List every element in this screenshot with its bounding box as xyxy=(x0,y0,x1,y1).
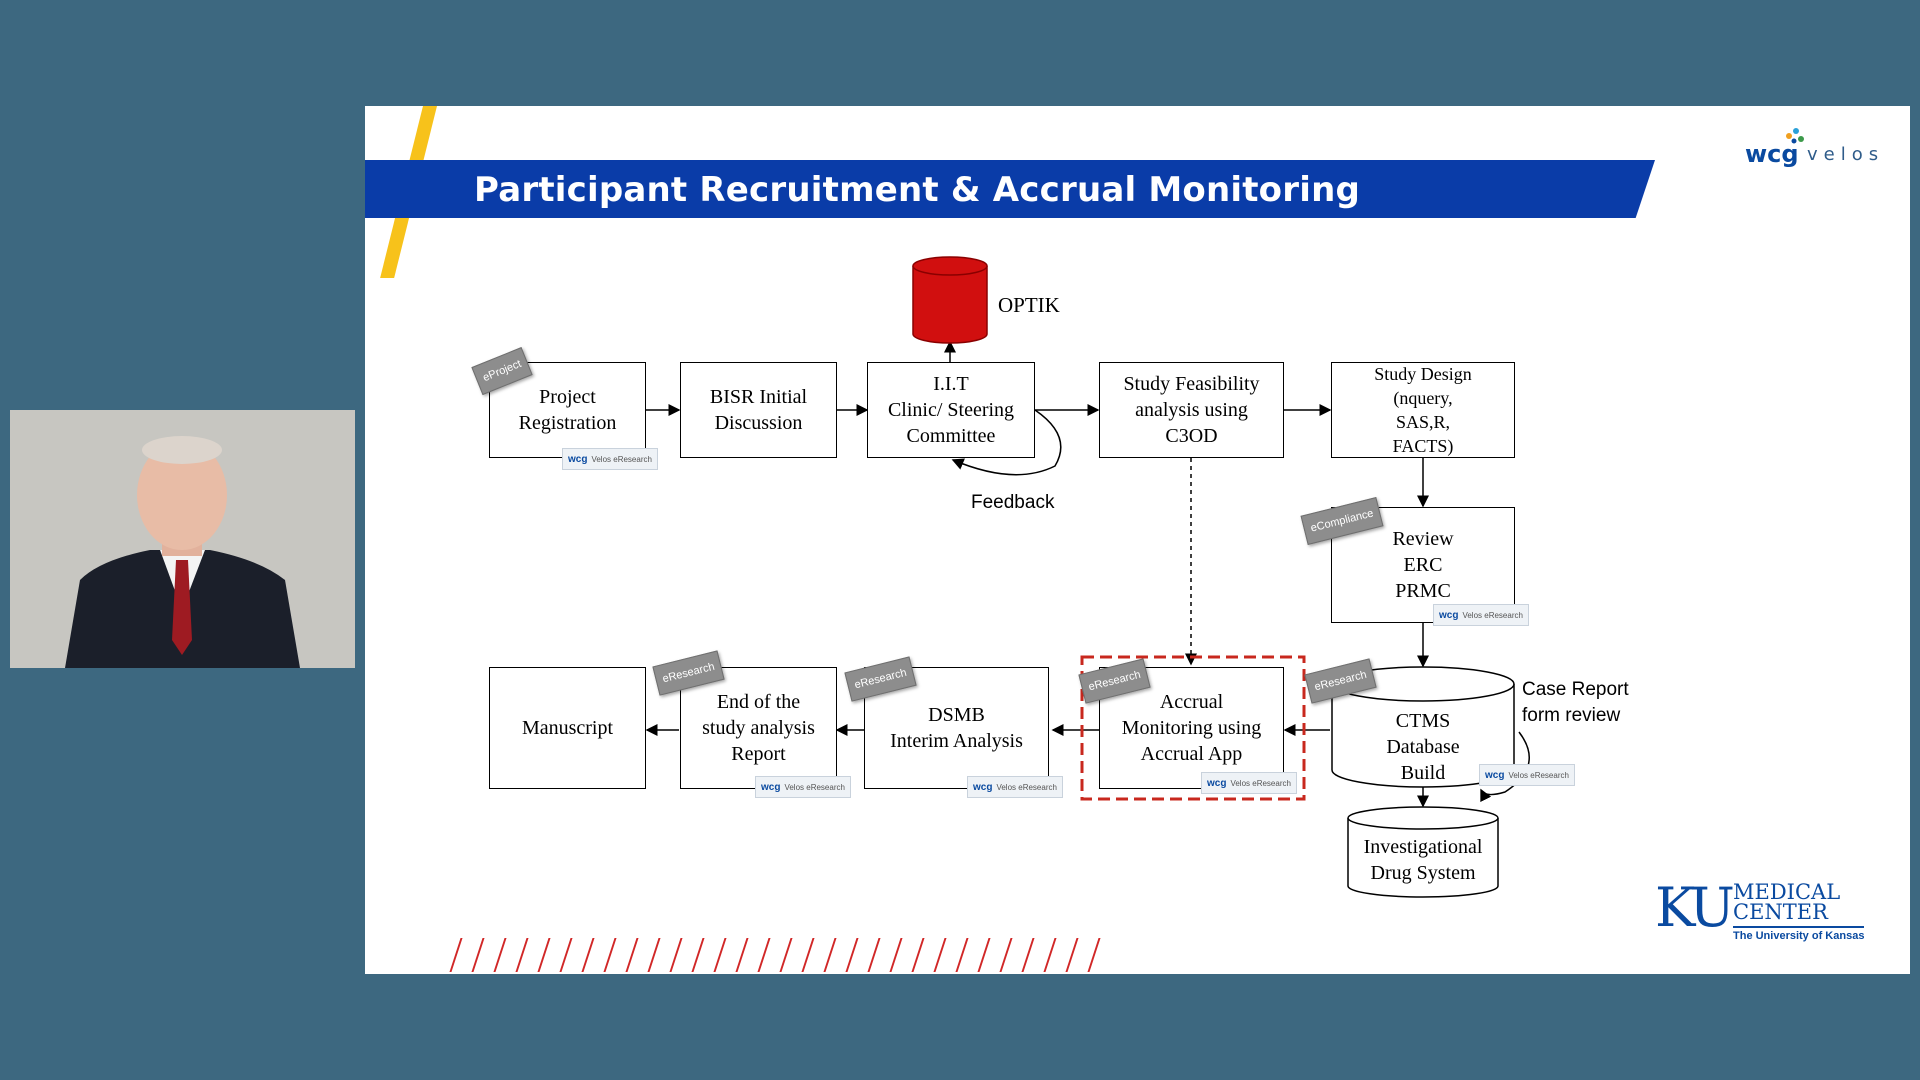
velos-chip-wcg: wcg xyxy=(973,781,993,793)
ctms-label: CTMS Database Build xyxy=(1386,710,1460,784)
velos-wordmark: velos xyxy=(1807,144,1885,165)
velos-chip-wcg: wcg xyxy=(568,453,588,465)
end-report-box: End of the study analysis Report xyxy=(680,667,837,789)
velos-chip-text: Velos eResearch xyxy=(591,454,652,464)
velos-chip-text: Velos eResearch xyxy=(1462,610,1523,620)
optik-database xyxy=(912,256,988,344)
ids-database: Investigational Drug System xyxy=(1347,806,1499,898)
accrual-label: Accrual Monitoring using Accrual App xyxy=(1121,691,1262,765)
ku-medical-center-logo: KU MEDICAL CENTER The University of Kans… xyxy=(1655,876,1875,946)
iit-label: I.I.T Clinic/ Steering Committee xyxy=(887,373,1015,447)
ids-label: Investigational Drug System xyxy=(1363,836,1483,884)
feasibility-label: Study Feasibility analysis using C3OD xyxy=(1123,373,1260,447)
end-report-label: End of the study analysis Report xyxy=(702,691,815,765)
velos-chip-wcg: wcg xyxy=(761,781,781,793)
database-cylinder-icon xyxy=(912,256,988,344)
velos-chip-wcg: wcg xyxy=(1485,769,1505,781)
study-design-label: Study Design (nquery, SAS,R, FACTS) xyxy=(1374,364,1472,456)
presenter-webcam xyxy=(10,410,355,668)
database-cylinder-icon xyxy=(1331,666,1515,788)
project-registration-label: Project Registration xyxy=(518,386,617,434)
velos-chip-wcg: wcg xyxy=(1439,609,1459,621)
ctms-database: CTMS Database Build xyxy=(1331,666,1515,788)
presentation-slide: Participant Recruitment & Accrual Monito… xyxy=(365,106,1910,974)
ku-center-word: CENTER xyxy=(1733,900,1828,924)
velos-chip-text: Velos eResearch xyxy=(1230,778,1291,788)
feasibility-box: Study Feasibility analysis using C3OD xyxy=(1099,362,1284,458)
velos-chip-text: Velos eResearch xyxy=(1508,770,1569,780)
bisr-label: BISR Initial Discussion xyxy=(709,386,808,434)
database-cylinder-icon xyxy=(1347,806,1499,898)
iit-box: I.I.T Clinic/ Steering Committee xyxy=(867,362,1035,458)
wcg-dots-icon xyxy=(1786,128,1804,144)
ku-subtitle: The University of Kansas xyxy=(1733,926,1865,942)
dsmb-label: DSMB Interim Analysis xyxy=(890,704,1023,752)
bisr-box: BISR Initial Discussion xyxy=(680,362,837,458)
wcg-wordmark: wcg xyxy=(1745,140,1799,168)
velos-chip-wcg: wcg xyxy=(1207,777,1227,789)
optik-label: OPTIK xyxy=(998,293,1060,317)
ku-medical-center-text: MEDICAL CENTER xyxy=(1733,880,1841,924)
wcg-velos-logo: wcg velos xyxy=(1745,128,1895,170)
case-report-label: Case Report form review xyxy=(1522,679,1629,726)
title-bar xyxy=(365,160,1655,218)
velos-chip-text: Velos eResearch xyxy=(996,782,1057,792)
manuscript-box: Manuscript xyxy=(489,667,646,789)
accrual-highlight xyxy=(1080,655,1306,801)
study-design-box: Study Design (nquery, SAS,R, FACTS) xyxy=(1331,362,1515,458)
manuscript-label: Manuscript xyxy=(521,717,614,739)
ku-letters: KU xyxy=(1655,876,1735,939)
flow-arrows xyxy=(645,340,1530,808)
ku-medical-word: MEDICAL xyxy=(1733,880,1841,904)
velos-chip-text: Velos eResearch xyxy=(784,782,845,792)
presenter-video-icon xyxy=(10,410,355,668)
slide-title: Participant Recruitment & Accrual Monito… xyxy=(474,170,1361,210)
feedback-label: Feedback xyxy=(971,492,1055,513)
review-label: Review ERC PRMC xyxy=(1392,528,1454,602)
